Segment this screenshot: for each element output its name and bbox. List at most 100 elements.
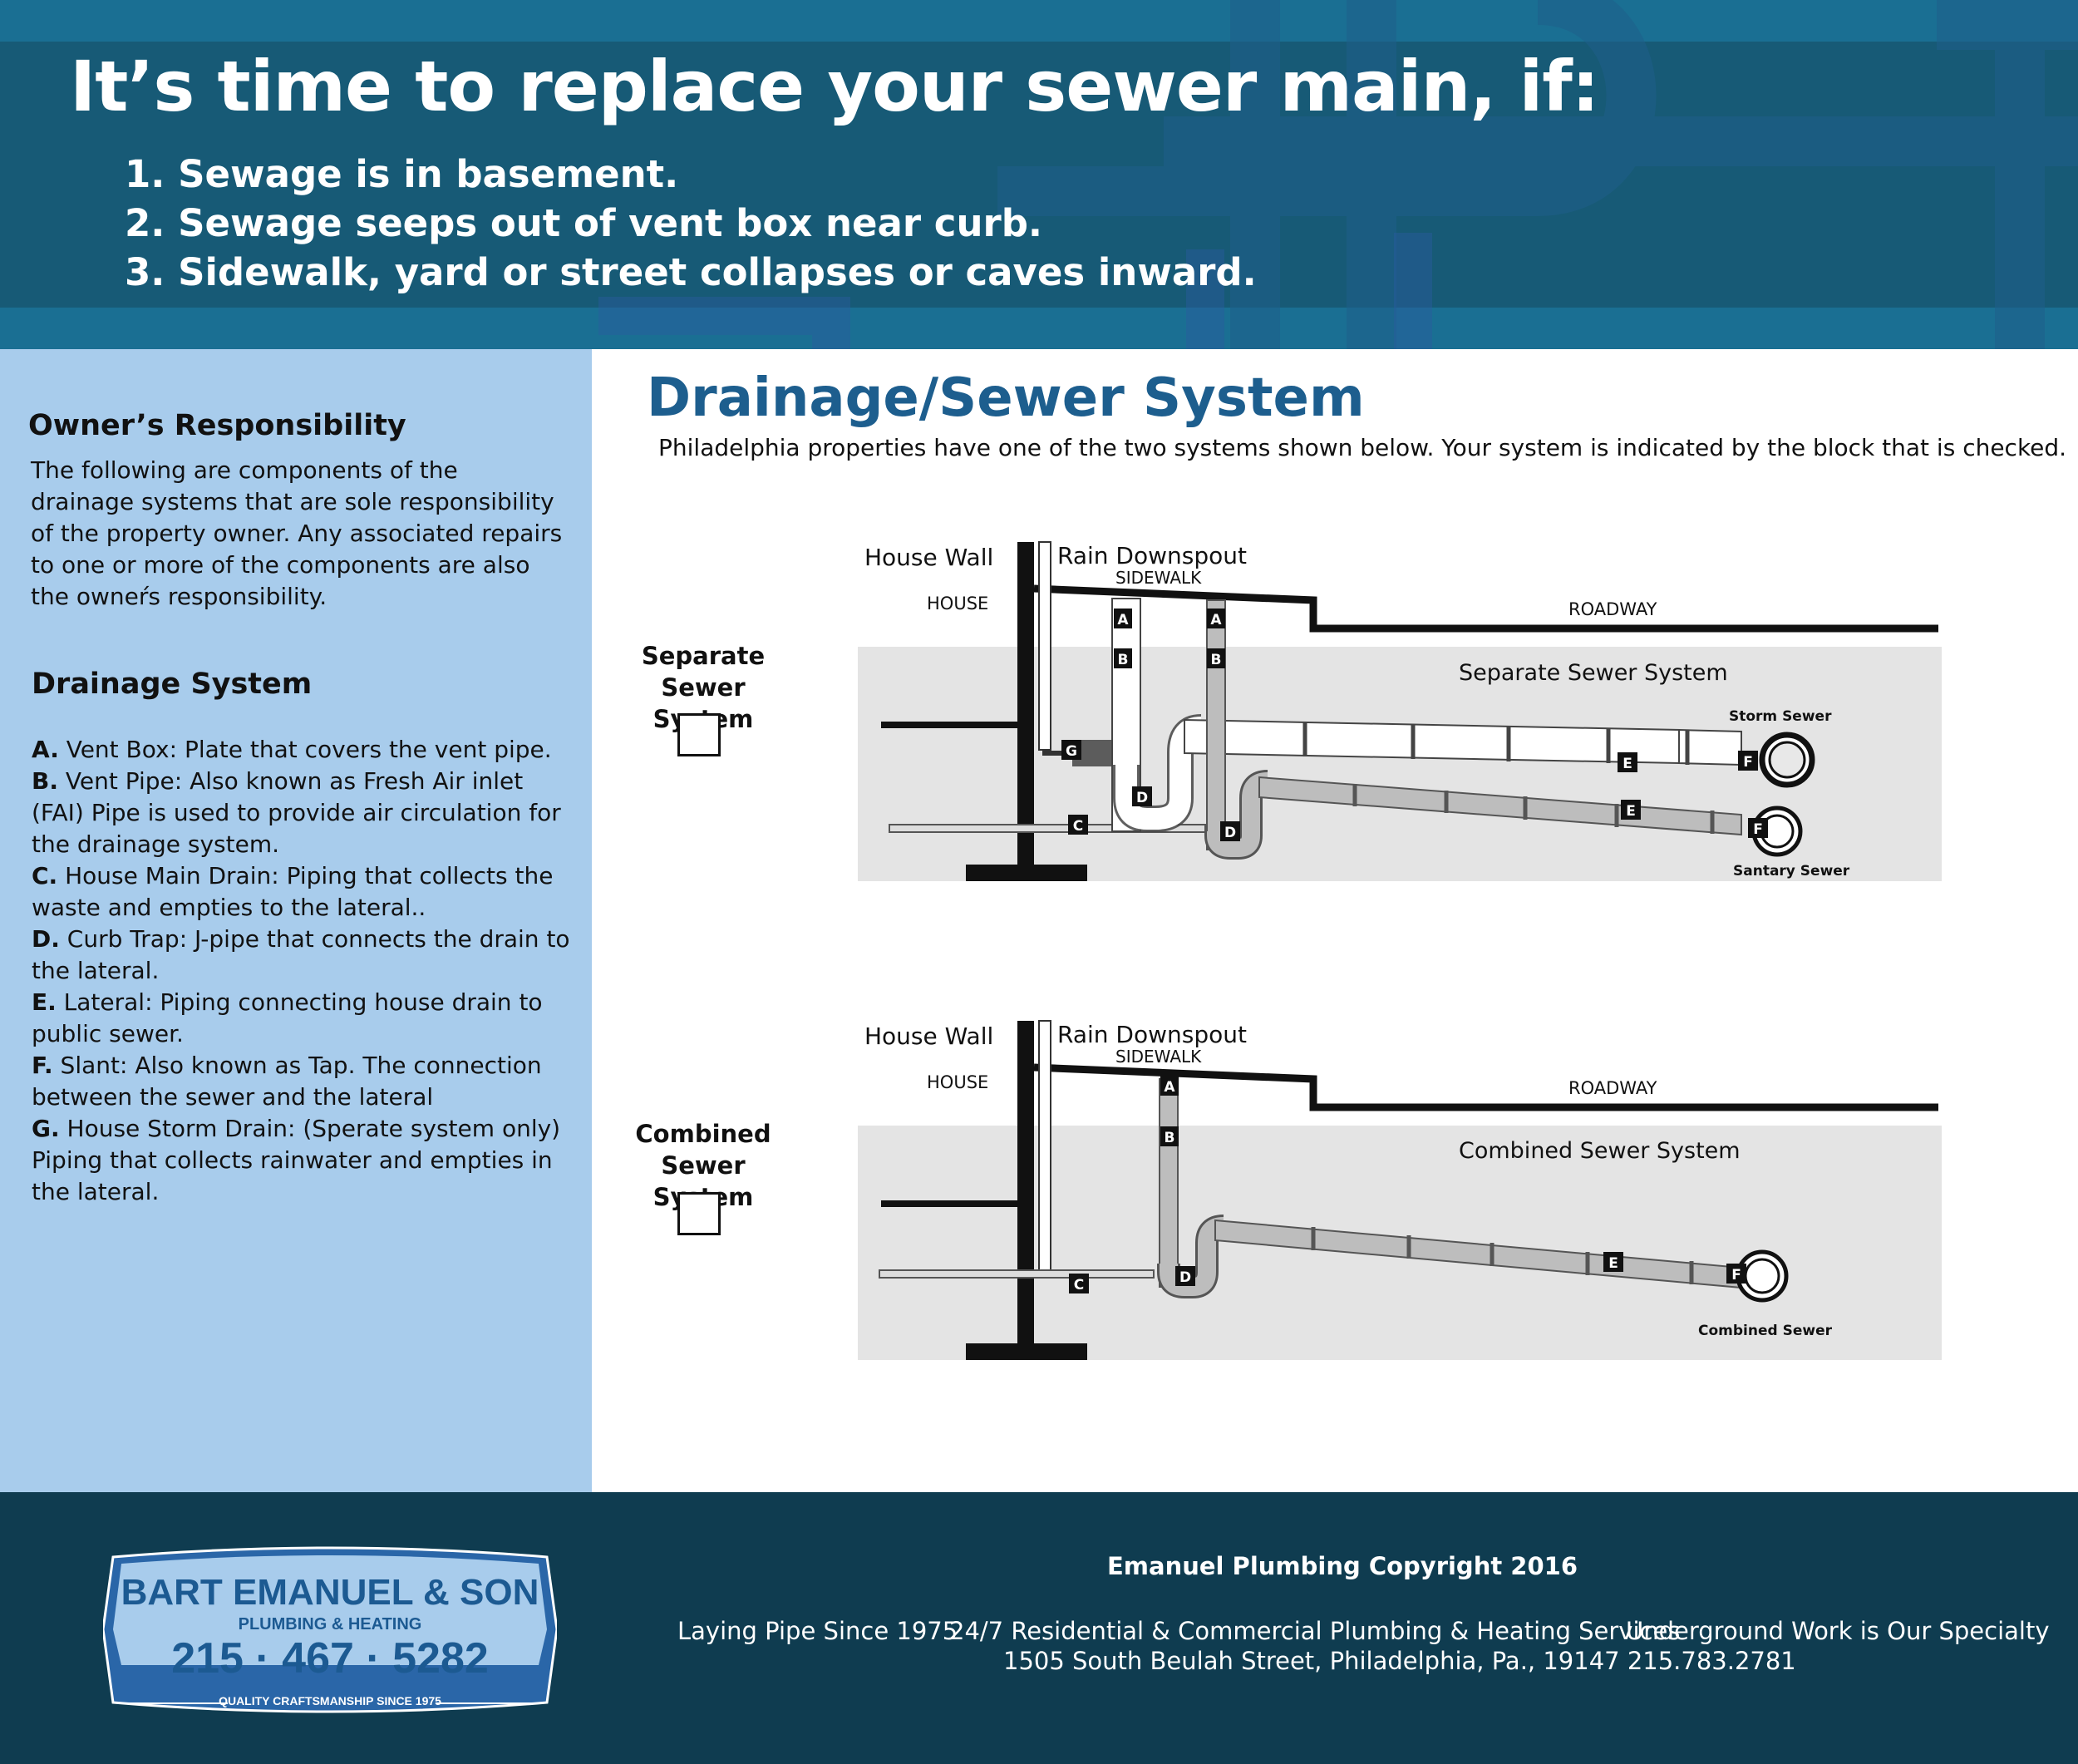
definition-key: D.	[32, 925, 60, 953]
separate-marker-b2: B	[1207, 648, 1225, 668]
footer-tagline-2: 24/7 Residential & Commercial Plumbing &…	[949, 1617, 1681, 1645]
copyright: Emanuel Plumbing Copyright 2016	[1106, 1552, 1578, 1580]
reason-3: 3. Sidewalk, yard or street collapses or…	[125, 250, 1257, 294]
marker-letter: A	[1117, 612, 1129, 628]
company-logo: BART EMANUEL & SON PLUMBING & HEATING 21…	[103, 1540, 557, 1719]
footer-tagline-3: Underground Work is Our Specialty	[1626, 1617, 2050, 1645]
reason-2: 2. Sewage seeps out of vent box near cur…	[125, 201, 1042, 245]
combined-marker-e: E	[1603, 1252, 1623, 1272]
sewer-diagrams: House Wall Rain Downspout SIDEWALK HOUSE…	[858, 541, 1942, 1360]
separate-label-line1: Separate	[641, 642, 766, 670]
combined-label-line1: Combined	[635, 1120, 771, 1148]
logo-phone: 215 · 467 · 5282	[171, 1634, 489, 1683]
marker-letter: F	[1743, 754, 1753, 771]
separate-marker-g: G	[1061, 740, 1081, 760]
logo-name: BART EMANUEL & SON	[121, 1572, 539, 1613]
marker-letter: D	[1136, 790, 1148, 806]
marker-letter: C	[1074, 1277, 1084, 1293]
separate-house-drain	[889, 824, 1206, 833]
definition-key: A.	[32, 736, 59, 763]
definition-key: C.	[32, 862, 58, 889]
marker-letter: A	[1210, 612, 1222, 628]
separate-marker-d2: D	[1220, 821, 1240, 841]
combined-house-label: HOUSE	[927, 1072, 988, 1092]
marker-letter: B	[1211, 652, 1222, 668]
definition-text: Curb Trap: J-pipe that connects the drai…	[32, 925, 570, 984]
separate-sidewalk-label: SIDEWALK	[1115, 568, 1202, 588]
marker-letter: F	[1731, 1267, 1741, 1284]
sidebar: Owner’s Responsibility The following are…	[0, 349, 592, 1492]
separate-basement-floor	[881, 722, 1017, 728]
marker-letter: D	[1224, 825, 1236, 841]
combined-sidewalk-label: SIDEWALK	[1115, 1047, 1202, 1067]
combined-roadway-label: ROADWAY	[1568, 1078, 1657, 1098]
combined-system-checkbox[interactable]	[677, 1192, 721, 1235]
definition-b: B. Vent Pipe: Also known as Fresh Air in…	[32, 766, 572, 860]
definition-text: House Storm Drain: (Sperate system only)…	[32, 1115, 561, 1205]
marker-letter: D	[1179, 1269, 1191, 1286]
definition-key: B.	[32, 767, 58, 795]
definition-text: Slant: Also known as Tap. The connection…	[32, 1052, 542, 1111]
definition-e: E. Lateral: Piping connecting house drai…	[32, 987, 572, 1050]
combined-marker-b: B	[1160, 1126, 1179, 1146]
combined-marker-c: C	[1069, 1274, 1089, 1293]
logo-badge	[103, 1546, 557, 1713]
owner-heading: Owner’s Responsibility	[28, 409, 406, 442]
separate-marker-f1: F	[1738, 751, 1758, 771]
combined-trap	[1160, 1217, 1224, 1296]
combined-house-wall	[1017, 1021, 1034, 1360]
separate-house-wall	[1017, 542, 1034, 881]
separate-sanitary-joints	[1352, 784, 1715, 834]
combined-marker-f: F	[1726, 1264, 1746, 1284]
combined-system-name: Combined Sewer System	[1459, 1138, 1741, 1164]
definition-f: F. Slant: Also known as Tap. The connect…	[32, 1050, 572, 1113]
combined-footing	[966, 1343, 1087, 1360]
definition-g: G. House Storm Drain: (Sperate system on…	[32, 1113, 572, 1208]
separate-house-wall-label: House Wall	[864, 544, 993, 571]
definition-text: Vent Box: Plate that covers the vent pip…	[58, 736, 552, 763]
footer: BART EMANUEL & SON PLUMBING & HEATING 21…	[0, 1492, 2078, 1764]
header-banner: It’s time to replace your sewer main, if…	[0, 0, 2078, 349]
separate-storm-sewer-inner	[1768, 741, 1806, 779]
separate-marker-d1: D	[1132, 786, 1152, 806]
combined-sewer-inner	[1744, 1258, 1780, 1294]
logo-tagline: QUALITY CRAFTSMANSHIP SINCE 1975	[219, 1694, 441, 1707]
separate-roadway-label: ROADWAY	[1568, 599, 1657, 619]
combined-diagram: House Wall Rain Downspout SIDEWALK HOUSE…	[858, 1020, 1942, 1360]
combined-joints	[1311, 1227, 1694, 1284]
separate-system-name: Separate Sewer System	[1459, 660, 1728, 686]
owner-body: The following are components of the drai…	[31, 456, 563, 610]
separate-marker-f2: F	[1748, 818, 1768, 838]
reason-1: 1. Sewage is in basement.	[125, 152, 679, 196]
footer-address: 1505 South Beulah Street, Philadelphia, …	[1003, 1647, 1796, 1675]
combined-downspout	[1038, 1020, 1051, 1271]
marker-letter: E	[1626, 803, 1636, 820]
marker-letter: E	[1608, 1255, 1618, 1272]
separate-sanitary-lateral	[1258, 776, 1742, 836]
marker-letter: C	[1073, 818, 1083, 835]
pipe-decoration	[598, 0, 2078, 349]
combined-basement-floor	[881, 1200, 1017, 1207]
footer-tagline-1: Laying Pipe Since 1975	[677, 1617, 958, 1645]
separate-grade-line	[1033, 584, 1938, 633]
logo-subtitle: PLUMBING & HEATING	[238, 1615, 422, 1633]
drainage-heading: Drainage System	[32, 668, 313, 701]
combined-house-wall-label: House Wall	[864, 1022, 993, 1050]
headline: It’s time to replace your sewer main, if…	[70, 46, 1599, 127]
combined-vent	[1159, 1078, 1179, 1288]
separate-marker-e1: E	[1618, 752, 1637, 772]
marker-letter: A	[1164, 1079, 1175, 1096]
separate-system-checkbox[interactable]	[677, 713, 721, 756]
definition-list: A. Vent Box: Plate that covers the vent …	[32, 734, 572, 1208]
marker-letter: E	[1623, 756, 1632, 772]
sanitary-sewer-label: Santary Sewer	[1733, 863, 1850, 880]
separate-marker-b1: B	[1114, 648, 1132, 668]
storm-sewer-label: Storm Sewer	[1729, 708, 1832, 725]
separate-footing	[966, 865, 1087, 881]
marker-letter: F	[1753, 821, 1763, 838]
separate-sanitary-vent	[1206, 599, 1226, 850]
marker-letter: G	[1066, 743, 1077, 760]
separate-downspout-label: Rain Downspout	[1057, 542, 1247, 569]
combined-downspout-label: Rain Downspout	[1057, 1021, 1247, 1048]
separate-house-label: HOUSE	[927, 594, 988, 613]
